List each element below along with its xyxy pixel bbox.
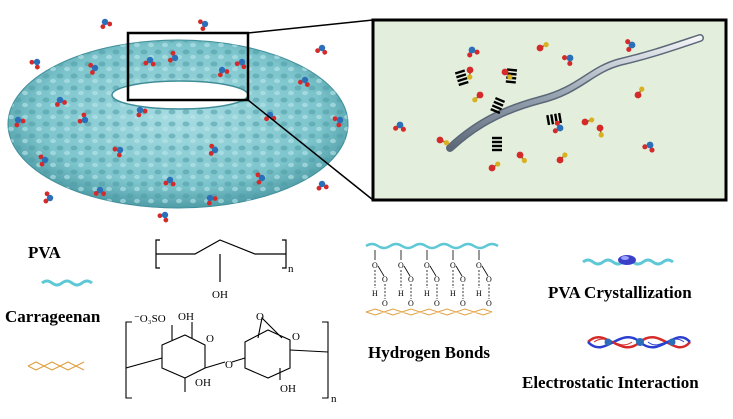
svg-text:H: H bbox=[398, 289, 404, 298]
electrostatic-interaction-icon bbox=[588, 337, 690, 347]
molecule bbox=[317, 181, 329, 191]
svg-text:O: O bbox=[434, 299, 440, 308]
molecule bbox=[315, 45, 327, 55]
pva-structure bbox=[156, 240, 286, 282]
zoom-panel bbox=[373, 20, 726, 200]
carrageenan-o-link: O bbox=[225, 359, 233, 371]
carrageenan-structure bbox=[126, 318, 328, 398]
svg-text:H: H bbox=[372, 289, 378, 298]
svg-text:O: O bbox=[476, 261, 482, 270]
carrageenan-chain-icon bbox=[28, 362, 84, 370]
carrageenan-oh-3: OH bbox=[280, 383, 296, 395]
pva-chain-icon bbox=[42, 281, 92, 285]
svg-text:O: O bbox=[382, 275, 388, 284]
molecule bbox=[29, 59, 40, 70]
pva-oh: OH bbox=[212, 289, 228, 301]
molecule bbox=[100, 19, 112, 29]
carrageenan-n: n bbox=[331, 393, 337, 405]
torus-hole bbox=[112, 81, 248, 109]
svg-text:H: H bbox=[476, 289, 482, 298]
carrageenan-o-bridge: O bbox=[256, 311, 264, 323]
pva-crystallization-icon bbox=[583, 255, 673, 265]
molecule bbox=[43, 191, 53, 203]
svg-text:H: H bbox=[450, 289, 456, 298]
carrageenan-o-ring-1: O bbox=[206, 333, 214, 345]
molecule bbox=[158, 212, 169, 223]
svg-text:O: O bbox=[408, 299, 414, 308]
svg-text:O: O bbox=[382, 299, 388, 308]
label-pva: PVA bbox=[28, 243, 61, 262]
pva-n: n bbox=[288, 263, 294, 275]
svg-text:O: O bbox=[460, 275, 466, 284]
carrageenan-oh-2: OH bbox=[195, 377, 211, 389]
svg-text:O: O bbox=[460, 299, 466, 308]
svg-text:O: O bbox=[372, 261, 378, 270]
svg-text:O: O bbox=[408, 275, 414, 284]
svg-text:O: O bbox=[424, 261, 430, 270]
carrageenan-o-ring-2: O bbox=[292, 331, 300, 343]
svg-text:O: O bbox=[398, 261, 404, 270]
carrageenan-oh-1: OH bbox=[178, 311, 194, 323]
label-pva-crystallization: PVA Crystallization bbox=[548, 283, 692, 302]
carrageenan-oso3: ⁻O₃SO bbox=[134, 313, 166, 325]
svg-text:O: O bbox=[450, 261, 456, 270]
svg-text:O: O bbox=[486, 275, 492, 284]
label-hydrogen-bonds: Hydrogen Bonds bbox=[368, 343, 490, 362]
svg-text:O: O bbox=[434, 275, 440, 284]
svg-text:O: O bbox=[486, 299, 492, 308]
molecule bbox=[198, 19, 208, 31]
svg-text:H: H bbox=[424, 289, 430, 298]
label-electrostatic-interaction: Electrostatic Interaction bbox=[522, 373, 699, 392]
hydrogel-torus bbox=[8, 40, 348, 208]
zoom-line-top bbox=[248, 20, 373, 33]
label-carrageenan: Carrageenan bbox=[5, 307, 101, 326]
